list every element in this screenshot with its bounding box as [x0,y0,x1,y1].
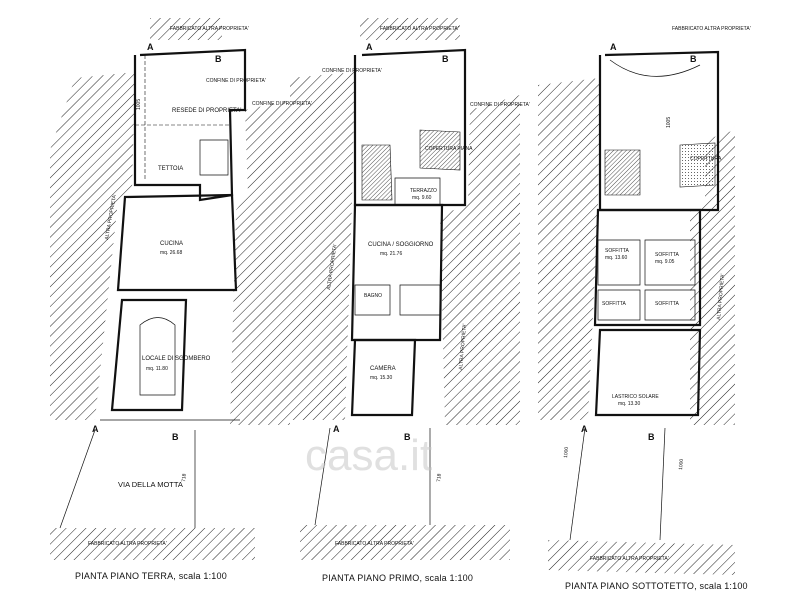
room-area: mq. 11.80 [146,366,168,372]
room-label: COPERTURA PIANA [425,146,473,152]
dimension-label: 1005 [666,117,672,128]
plan-piano-sottotetto: COPERTURA SOFFITTA mq. 13.60 SOFFITTA mq… [538,26,751,591]
street-label: VIA DELLA MOTTA [118,480,183,489]
plan-piano-primo: COPERTURA PIANA TERRAZZO mq. 9.60 CUCINA… [290,18,530,583]
boundary-note: CONFINE DI PROPRIETA' [206,78,266,84]
dimension-label: 718 [436,473,443,482]
dimension-label: 1000 [563,446,570,458]
room-label: RESEDE DI PROPRIETA' [172,108,241,114]
room-label: CUCINA [160,241,183,247]
section-mark-b: B [690,54,697,64]
room-label: CAMERA [370,366,396,372]
section-mark-b: B [404,432,411,442]
boundary-note: CONFINE DI PROPRIETA' [252,101,312,107]
room-area: mq. 9.60 [412,195,432,201]
neighbour-label-bottom: FABBRICATO ALTRA PROPRIETA' [590,556,669,562]
section-mark-a: A [366,42,373,52]
section-mark-b: B [215,54,222,64]
section-mark-a: A [147,42,154,52]
room-label: LASTRICO SOLARE [612,394,659,400]
room-area: mq. 9.05 [655,259,675,265]
room-label: BAGNO [364,293,382,299]
section-mark-a: A [92,424,99,434]
room-label: TERRAZZO [410,188,437,194]
section-mark-a: A [581,424,588,434]
room-area: mq. 26.68 [160,250,182,256]
room-label: SOFFITTA [655,252,679,258]
room-label: CUCINA / SOGGIORNO [368,242,434,248]
side-label: ALTRA PROPRIETA' [458,323,468,370]
plan-title: PIANTA PIANO PRIMO, scala 1:100 [322,573,473,583]
room-label: SOFFITTA [655,301,679,307]
neighbour-label-bottom: FABBRICATO ALTRA PROPRIETA' [88,541,167,547]
room-area: mq. 13.60 [605,255,627,261]
dimension-label: 1000 [678,458,685,470]
section-mark-b: B [172,432,179,442]
section-mark-a: A [610,42,617,52]
plan-title: PIANTA PIANO SOTTOTETTO, scala 1:100 [565,581,748,591]
boundary-note: CONFINE DI PROPRIETA' [470,102,530,108]
side-label: ALTRA PROPRIETA' [716,273,726,320]
section-mark-b: B [648,432,655,442]
room-area: mq. 13.30 [618,401,640,407]
neighbour-label-bottom: FABBRICATO ALTRA PROPRIETA' [335,541,414,547]
boundary-note: CONFINE DI PROPRIETA' [322,68,382,74]
watermark-logo: casa.it [305,431,432,480]
section-mark-a: A [333,424,340,434]
room-area: mq. 21.76 [380,251,402,257]
dimension-label: 718 [181,473,188,482]
dimension-label: 1005 [136,99,142,110]
room-label: COPERTURA [690,156,722,162]
plan-title: PIANTA PIANO TERRA, scala 1:100 [75,571,227,581]
neighbour-label-top: FABBRICATO ALTRA PROPRIETA' [170,26,249,32]
room-area: mq. 15.30 [370,375,392,381]
neighbour-label-top: FABBRICATO ALTRA PROPRIETA' [380,26,459,32]
room-label: LOCALE DI SGOMBERO [142,356,211,362]
plan-piano-terra: RESEDE DI PROPRIETA' TETTOIA CUCINA mq. … [50,18,312,581]
room-label: SOFFITTA [602,301,626,307]
room-label: SOFFITTA [605,248,629,254]
neighbour-label-top: FABBRICATO ALTRA PROPRIETA' [672,26,751,32]
section-mark-b: B [442,54,449,64]
room-label: TETTOIA [158,166,183,172]
